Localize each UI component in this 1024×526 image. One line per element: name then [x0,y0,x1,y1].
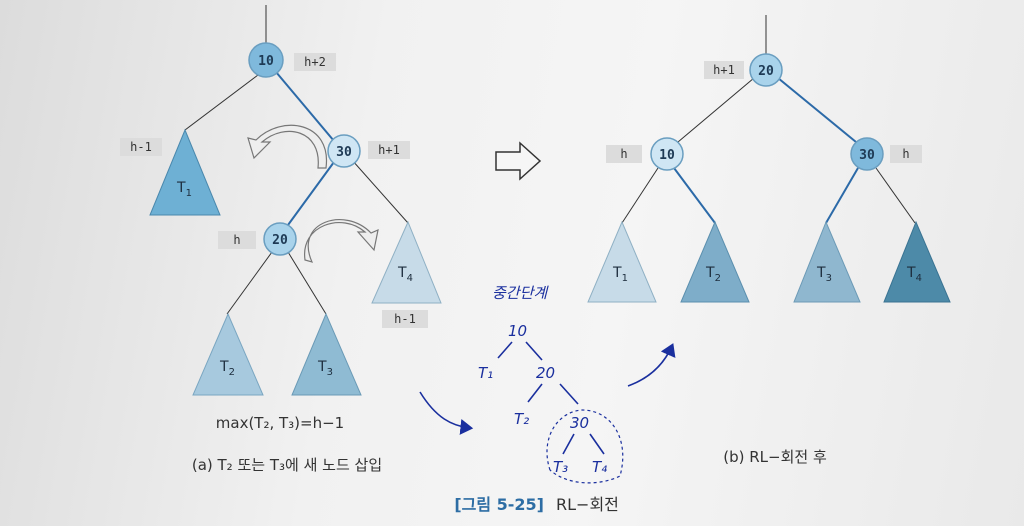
subtree-t2-label: T2 [219,359,235,378]
label-t4: h-1 [394,312,416,326]
hand-node-30: 30 [570,414,589,432]
label-box-h10-right [606,145,642,163]
subtree-t2 [192,312,264,396]
rotate-right-arrow-icon [304,219,379,263]
edge-20-10 [677,77,755,143]
hand-t3: T₃ [553,458,568,476]
right-caption: (b) RL−회전 후 [723,448,827,466]
left-tree: T1 T4 T2 T3 10 30 20 h+2 h-1 h+1 h h-1 m… [120,5,442,474]
hand-edge-10-t1 [497,341,513,359]
edge-30-t4 [351,159,409,224]
node-10-right [650,137,684,171]
label-box-h30-right [890,145,922,163]
node-30 [327,134,361,168]
subtree-t1-right [587,220,657,303]
figure-number: [그림 5-25] [454,495,544,514]
hand-edge-20-t2 [527,383,543,403]
label-h20-right: h+1 [713,63,735,77]
hand-arrow-in-icon [419,391,474,435]
hand-title: 중간단계 [492,284,549,302]
subtree-t4-right [883,220,951,303]
label-t1: h-1 [130,140,152,154]
subtree-t2-right [680,220,750,303]
subtree-t1 [149,128,221,216]
rotate-left-arrow-icon [247,124,327,169]
label-h10: h+2 [304,55,326,69]
hand-t2: T₂ [514,410,529,428]
node-30-label: 30 [336,145,352,160]
node-20-right [749,53,783,87]
handwritten-intermediate: 중간단계 10 T₁ 20 T₂ 30 T₃ T₄ [419,284,676,484]
subtree-t1-right-label: T1 [612,265,628,284]
label-h30: h+1 [378,143,400,157]
subtree-t3-right [793,220,861,303]
edge-30-20 [287,161,335,226]
label-box-t4 [382,310,428,328]
subtree-t3-right-label: T3 [816,265,832,284]
label-box-h20 [218,231,256,249]
figure-title: RL−회전 [556,495,619,514]
hand-t4: T₄ [592,458,607,476]
hand-edge-30-t3 [562,433,575,455]
transform-arrow-icon [495,141,542,181]
label-h10-right: h [620,147,627,161]
label-box-t1 [120,138,162,156]
node-30-right-label: 30 [859,148,875,163]
label-box-h10 [294,53,336,71]
edge-10-t1 [184,74,259,131]
left-caption: (a) T₂ 또는 T₃에 새 노드 삽입 [192,456,382,474]
label-box-h20-right [704,61,744,79]
edge-10-30 [275,71,335,142]
subtree-t4 [371,220,442,304]
label-h30-right: h [902,147,909,161]
edge-20-30 [777,77,857,143]
hand-edge-30-t4 [589,433,605,455]
node-20-label: 20 [272,233,288,248]
hand-node-10: 10 [508,322,527,340]
node-30-right [850,137,884,171]
label-box-h30 [368,141,410,159]
hand-node-20: 20 [536,364,555,382]
edge-10-t2-right [673,167,716,224]
node-10-right-label: 10 [659,148,675,163]
hand-dotted-outline [546,409,624,484]
subtree-t1-label: T1 [176,180,192,199]
subtree-t3 [291,312,362,396]
subtree-t4-right-label: T4 [906,265,922,284]
right-tree: T1 T2 T3 T4 20 10 30 h+1 h h (b) RL−회전 후 [587,15,951,466]
label-h20: h [233,233,240,247]
hand-edge-10-20 [525,341,543,361]
formula: max(T₂, T₃)=h−1 [216,414,344,432]
edge-10-t1-right [621,167,659,224]
subtree-t2-right-label: T2 [705,265,721,284]
node-10 [248,42,284,78]
edge-20-t3 [287,251,327,315]
subtree-t4-label: T4 [397,265,413,284]
hand-arrow-out-icon [627,343,676,387]
node-10-label: 10 [258,54,274,69]
edge-20-t2 [226,251,273,315]
node-20-right-label: 20 [758,64,774,79]
hand-edge-20-30 [559,383,579,405]
hand-t1: T₁ [478,364,493,382]
node-20 [263,222,297,256]
subtree-t3-label: T3 [317,359,333,378]
edge-30-t3-right [825,167,859,224]
edge-30-t4-right [875,167,916,224]
